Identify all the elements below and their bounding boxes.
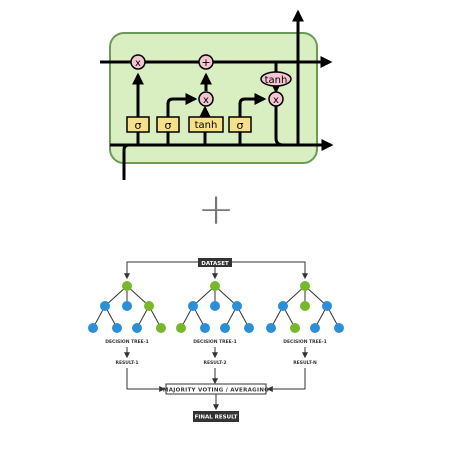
forget-gate-label: σ xyxy=(135,119,142,132)
tree-2-leaf-node xyxy=(176,323,186,333)
tree-2-root-node xyxy=(210,281,220,291)
tree-1-leaf-node xyxy=(156,323,166,333)
output-gate-label: σ xyxy=(237,119,244,132)
output-tanh-op: tanh xyxy=(260,71,292,87)
output-multiply-symbol: x xyxy=(273,95,279,106)
tree-1-leaf-node xyxy=(112,323,122,333)
tree-3-leaf-node xyxy=(310,323,320,333)
final-result-label: FINAL RESULT xyxy=(195,415,238,421)
tree-1-leaf-node xyxy=(132,323,142,333)
tree-2-leaf-node xyxy=(244,323,254,333)
dataset-to-tree-1 xyxy=(124,261,198,280)
tree-3-node xyxy=(278,301,288,311)
candidate-gate-label: tanh xyxy=(195,120,218,131)
voting-label: MAJORITY VOTING / AVERAGING xyxy=(163,388,269,394)
result-n-to-voting xyxy=(266,368,306,392)
result-2-label: RESULT-2 xyxy=(204,360,227,366)
lstm-cell: x + x x tanh σ σ tanh xyxy=(100,9,334,180)
output-gate: σ xyxy=(228,116,252,133)
input-gate-label: σ xyxy=(165,119,172,132)
forget-gate: σ xyxy=(126,116,150,133)
final-result-node: FINAL RESULT xyxy=(193,411,239,422)
input-multiply-symbol: x xyxy=(203,95,209,106)
tree-1-node xyxy=(100,301,110,311)
tree-3-root-node xyxy=(300,281,310,291)
dataset-node: DATASET xyxy=(198,258,232,267)
result-1-to-voting xyxy=(126,368,166,392)
tree-3-node xyxy=(322,301,332,311)
input-gate: σ xyxy=(156,116,180,133)
result-1-label: RESULT-1 xyxy=(116,360,139,366)
tree-2-leaf-node xyxy=(220,323,230,333)
tree-2-leaf-node xyxy=(200,323,210,333)
candidate-gate: tanh xyxy=(188,116,224,133)
output-gate-up xyxy=(238,93,267,117)
input-gate-up xyxy=(166,93,198,117)
cell-add-op: + xyxy=(198,54,214,70)
tree-3-leaf-node xyxy=(334,323,344,333)
tree-1-node xyxy=(144,301,154,311)
result-n-label: RESULT-N xyxy=(293,360,317,366)
tree-1-label: DECISION TREE-1 xyxy=(105,339,149,345)
output-to-hidden xyxy=(274,106,298,147)
tree-2-node xyxy=(188,301,198,311)
input-arrow xyxy=(122,143,130,180)
tree-1-leaf-node xyxy=(88,323,98,333)
tree-1-root-node xyxy=(122,281,132,291)
random-forest: DATASET DECISION TREE-1 DECISION TREE-1 … xyxy=(88,258,344,422)
tree-2-node xyxy=(232,301,242,311)
tree-3-label: DECISION TREE-1 xyxy=(283,339,327,345)
trees-group xyxy=(88,281,344,333)
tree-3-leaf-node xyxy=(290,323,300,333)
input-multiply-op: x xyxy=(198,91,214,107)
dataset-to-tree-3 xyxy=(232,261,308,280)
voting-node: MAJORITY VOTING / AVERAGING xyxy=(163,383,269,395)
output-multiply-op: x xyxy=(268,91,284,107)
cell-add-symbol: + xyxy=(201,56,210,69)
tree-1-node xyxy=(122,301,132,311)
tree-3-node xyxy=(300,301,310,311)
output-tanh-label: tanh xyxy=(265,75,288,86)
combine-plus-symbol: + xyxy=(198,184,235,235)
tree-2-label: DECISION TREE-1 xyxy=(193,339,237,345)
dataset-label: DATASET xyxy=(201,261,229,267)
forget-multiply-op: x xyxy=(130,54,146,70)
forget-multiply-symbol: x xyxy=(135,58,141,69)
tree-3-leaf-node xyxy=(266,323,276,333)
tree-2-node xyxy=(210,301,220,311)
